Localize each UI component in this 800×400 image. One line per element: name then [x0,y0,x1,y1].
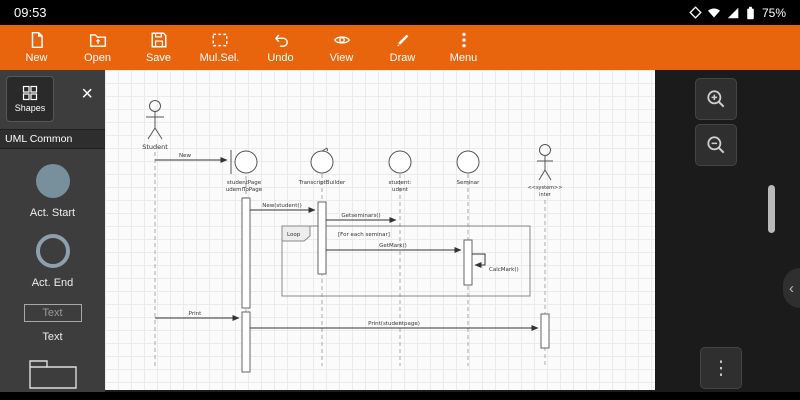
grid-icon [22,85,38,101]
loop-fragment[interactable] [281,225,531,297]
view-label: View [329,52,354,64]
shape-item-label: Text [42,331,63,343]
lifelines [154,152,546,366]
message-label-print-page: Print(studentpage) [368,321,420,327]
zoom-out-button[interactable] [695,124,737,166]
actor-student[interactable] [146,100,164,140]
chevron-left-icon: ‹ [789,279,794,297]
shape-section-title: UML Common [0,129,105,149]
toolbar: New Open Save Mul.Sel. [0,25,800,70]
overflow-menu-icon [461,32,466,48]
shape-item-act-start[interactable]: Act. Start [0,164,105,219]
shape-item-label: Act. Start [29,207,76,219]
undo-arrow-icon [274,34,288,47]
edge-drawer-handle[interactable]: ‹ [783,268,800,308]
object-student-entity[interactable] [388,150,412,174]
zoom-out-icon [707,136,725,154]
menu-label: Menu [449,52,478,64]
shape-item-uml-package[interactable]: UML Package [0,358,105,394]
battery-icon [747,6,754,19]
object-seminar[interactable] [456,150,480,174]
draw-button[interactable]: Draw [372,25,433,70]
save-icon [151,32,166,48]
cellular-signal-icon [727,7,739,19]
shape-item-text[interactable]: Text Text [0,304,105,343]
shape-item-act-end[interactable]: Act. End [0,234,105,289]
zoom-in-button[interactable] [695,78,737,120]
open-folder-icon [89,34,106,47]
zoom-in-icon [707,90,725,108]
new-file-icon [31,31,43,49]
vpn-icon [689,6,702,19]
view-button[interactable]: View [311,25,372,70]
actor-system-label-1: <<system>> [528,185,563,191]
actor-system[interactable] [537,144,553,181]
message-arrows [155,157,539,331]
shapes-button-label: Shapes [14,103,46,113]
pencil-icon [396,34,408,47]
new-button[interactable]: New [6,25,67,70]
actor-student-label: Student [142,143,168,151]
message-label-getmark: GetMark() [379,243,407,249]
wifi-icon [707,8,720,18]
object-seminar-label: Seminar [457,180,481,186]
uml-sequence-diagram[interactable]: Loop [For each seminar] Student studentP… [105,70,655,390]
draw-label: Draw [389,52,416,64]
actor-system-label-2: inter [539,192,552,198]
message-label-new: New [179,153,191,159]
message-label-print: Print [189,311,202,317]
close-icon: × [81,83,93,105]
close-sidebar-button[interactable]: × [81,76,99,104]
undo-button[interactable]: Undo [250,25,311,70]
canvas-overflow-button[interactable]: ⋮ [700,347,742,389]
multi-select-label: Mul.Sel. [199,52,240,64]
bottom-bezel [0,392,800,400]
object-transcriptbuilder[interactable] [310,147,334,174]
drawing-canvas[interactable]: Loop [For each seminar] Student studentP… [105,70,655,390]
undo-label: Undo [267,52,294,64]
status-bar: 09:53 75% [0,0,800,25]
multi-select-button[interactable]: Mul.Sel. [189,25,250,70]
vertical-scrollbar[interactable] [768,185,775,233]
loop-guard: [For each seminar] [338,232,390,238]
activation-bars[interactable] [241,197,550,373]
menu-button[interactable]: Menu [433,25,494,70]
loop-label: Loop [287,232,301,238]
activity-start-shape-icon [35,164,70,198]
object-transcriptbuilder-label: TranscriptBuilder [298,180,346,186]
object-studentpage-label-2: udemlToPage [226,187,263,193]
shapes-button[interactable]: Shapes [6,76,54,122]
uml-package-shape-icon [28,360,77,389]
shapes-sidebar: Shapes × UML Common Act. Start Act. End … [0,70,105,394]
open-label: Open [84,52,111,64]
message-label-new-student: New(student() [262,203,301,209]
right-panel: ‹ ⋮ [655,70,800,400]
shape-item-label: Act. End [31,277,74,289]
selection-rectangle-icon [212,33,227,47]
object-studentpage-label-1: studentPage [227,180,262,186]
activity-end-shape-icon [35,234,70,268]
battery-percentage: 75% [761,5,786,20]
object-student-entity-label-2: udent [392,187,409,193]
object-student-entity-label-1: student: [389,180,412,186]
status-time: 09:53 [14,5,47,20]
save-label: Save [145,52,172,64]
new-label: New [25,52,48,64]
view-eye-icon [333,36,350,44]
status-icons: 75% [689,6,786,20]
main-area: Shapes × UML Common Act. Start Act. End … [0,70,800,400]
open-button[interactable]: Open [67,25,128,70]
message-label-getseminars: Getseminars() [341,213,380,219]
object-studentpage[interactable] [230,150,258,174]
text-shape-preview: Text [23,304,82,322]
message-label-calcmark: CalcMark() [489,267,519,273]
overflow-dots-icon: ⋮ [711,357,731,379]
save-button[interactable]: Save [128,25,189,70]
